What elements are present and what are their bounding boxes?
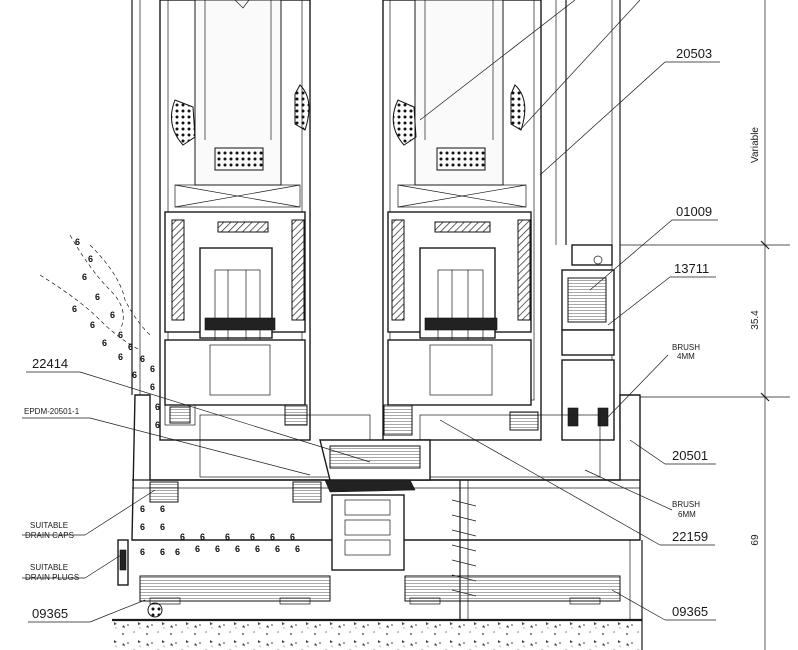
label-20503: 20503 <box>676 46 712 61</box>
right-sash <box>382 0 542 441</box>
water-drop-symbol: 6 <box>140 547 145 557</box>
label-brush-4mm-line1: BRUSH <box>672 343 700 352</box>
water-drop-symbol: 6 <box>160 504 165 514</box>
water-drop-symbol: 6 <box>102 338 107 348</box>
label-09365-right: 09365 <box>672 604 708 619</box>
water-drop-symbol: 6 <box>195 544 200 554</box>
packers-09365 <box>139 575 621 618</box>
concrete-slab <box>112 540 643 650</box>
label-13711: 13711 <box>674 261 709 276</box>
label-brush-6mm-line2: 6MM <box>678 510 696 519</box>
water-drop-symbol: 6 <box>128 342 133 352</box>
water-drop-symbol: 6 <box>75 237 80 247</box>
water-drop-symbol: 6 <box>255 544 260 554</box>
water-drop-symbol: 6 <box>110 310 115 320</box>
water-drop-symbol: 6 <box>270 532 275 542</box>
leader-lines <box>22 0 720 623</box>
water-drop-symbol: 6 <box>150 364 155 374</box>
label-01009: 01009 <box>676 204 712 219</box>
water-path-lines <box>39 234 151 351</box>
label-09365-left: 09365 <box>32 606 68 621</box>
label-epdm: EPDM-20501-1 <box>24 407 80 416</box>
water-drop-symbol: 6 <box>82 272 87 282</box>
dimension-variable: Variable <box>750 127 761 163</box>
water-drop-symbol: 6 <box>95 292 100 302</box>
water-drop-symbol: 6 <box>250 532 255 542</box>
water-drop-symbol: 6 <box>72 304 77 314</box>
label-brush-6mm-line1: BRUSH <box>672 500 700 509</box>
interlock-22414 <box>319 439 477 620</box>
wall-edge-lines <box>131 0 621 430</box>
label-22414: 22414 <box>32 356 68 371</box>
water-drop-symbol: 6 <box>275 544 280 554</box>
water-drop-symbol: 6 <box>160 547 165 557</box>
water-drop-symbol: 6 <box>140 354 145 364</box>
water-drop-symbol: 6 <box>290 532 295 542</box>
water-drop-symbol: 6 <box>175 547 180 557</box>
water-drop-symbol: 6 <box>140 504 145 514</box>
drain-plugs <box>117 539 129 586</box>
water-drop-symbol: 6 <box>118 352 123 362</box>
water-drop-symbol: 6 <box>132 370 137 380</box>
dimension-69: 69 <box>750 534 761 546</box>
side-frame-01009 <box>561 244 615 441</box>
water-drop-symbol: 6 <box>215 544 220 554</box>
label-drain-caps-line2: DRAIN CAPS <box>25 531 74 540</box>
label-brush-4mm-line2: 4MM <box>677 352 695 361</box>
water-drop-symbol: 6 <box>118 330 123 340</box>
left-sash <box>159 0 311 441</box>
water-drop-symbol: 6 <box>140 522 145 532</box>
water-drop-symbol: 6 <box>155 402 160 412</box>
label-drain-plugs-line1: SUITABLE <box>30 563 68 572</box>
label-drain-caps-line1: SUITABLE <box>30 521 68 530</box>
dimension-chain <box>620 0 790 650</box>
water-drop-symbol: 6 <box>180 532 185 542</box>
label-20501: 20501 <box>672 448 708 463</box>
water-drop-symbol: 6 <box>235 544 240 554</box>
water-drop-symbol: 6 <box>295 544 300 554</box>
label-22159: 22159 <box>672 529 708 544</box>
water-drop-symbol: 6 <box>150 382 155 392</box>
water-drop-symbol: 6 <box>225 532 230 542</box>
water-drop-symbol: 6 <box>160 522 165 532</box>
water-drop-symbol: 6 <box>200 532 205 542</box>
dimension-35-4: 35.4 <box>750 310 761 330</box>
water-drop-symbol: 6 <box>155 420 160 430</box>
label-drain-plugs-line2: DRAIN PLUGS <box>25 573 79 582</box>
water-drop-symbol: 6 <box>88 254 93 264</box>
water-drop-symbol: 6 <box>90 320 95 330</box>
